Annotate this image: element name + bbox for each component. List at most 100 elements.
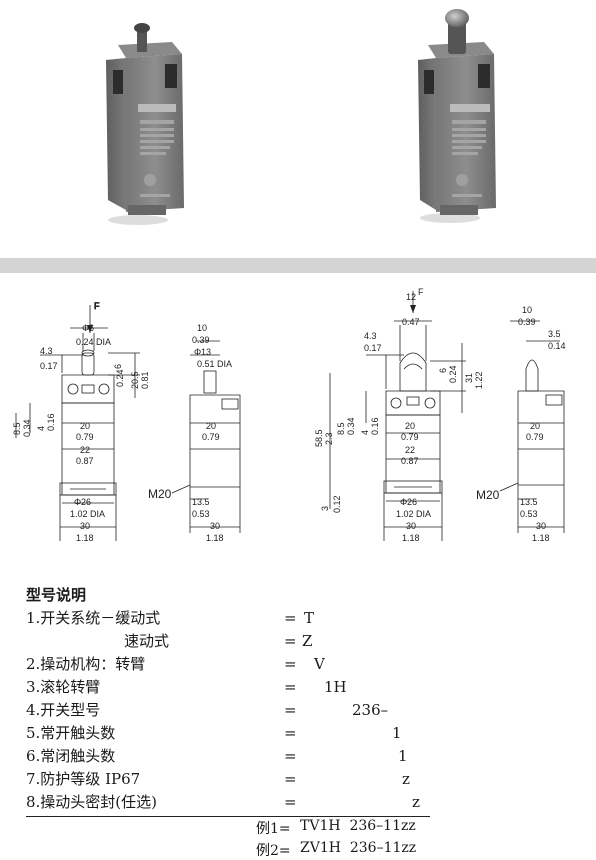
dim-label: 0.17 <box>364 343 382 353</box>
dim-label: 0.39 <box>192 335 210 345</box>
dim-label: 20 <box>80 421 90 431</box>
dim-label: 0.17 <box>40 361 58 371</box>
dim-label: 13 <box>201 347 211 357</box>
row-code: z <box>402 770 410 788</box>
dim-label: 1.18 <box>76 533 94 543</box>
dim-label: 1.02 DIA <box>396 509 431 519</box>
equals-sign: = <box>284 655 297 673</box>
dim-label: 10 <box>522 305 532 315</box>
model-row: 3.滚轮转臂 = 1H <box>26 676 586 699</box>
plunger-side-labels: 10 0.39 Φ 13 0.51 DIA 20 0.79 M20 13.5 0… <box>148 323 232 543</box>
dim-label: 20 <box>405 421 415 431</box>
dim-label: 58.5 <box>314 429 324 447</box>
svg-text:Φ: Φ <box>82 323 89 333</box>
dim-label: 6 <box>438 368 448 373</box>
model-row: 1.开关系统－缓动式 = T <box>26 607 586 630</box>
dim-label: 26 <box>81 497 91 507</box>
plunger-front-labels: Φ 6 0.24 DIA 4.3 0.17 6 0.24 20.5 0.81 8… <box>12 323 150 543</box>
row-label: 8.操动头密封(任选) <box>26 793 158 811</box>
dim-label: 30 <box>536 521 546 531</box>
plunger-switch-photo <box>106 23 184 225</box>
dim-label: 13.5 <box>192 497 210 507</box>
examples-divider <box>26 816 430 817</box>
roller-front-view <box>329 291 466 541</box>
dim-label: 0.14 <box>548 341 566 351</box>
dim-label: 0.24 <box>115 369 125 387</box>
dim-label: 20 <box>530 421 540 431</box>
dim-label: 0.81 <box>140 371 150 389</box>
roller-side-labels: 10 0.39 3.5 0.14 20 0.79 M20 13.5 0.53 3… <box>476 305 566 543</box>
dim-label: 4.3 <box>364 331 377 341</box>
plunger-side-view <box>171 340 241 533</box>
force-label: F <box>94 301 100 311</box>
dim-label: 26 <box>407 497 417 507</box>
dim-label: 0.24 DIA <box>76 337 111 347</box>
dim-label: 3 <box>320 506 330 511</box>
dim-label: 0.79 <box>202 432 220 442</box>
dim-label: 1.18 <box>206 533 224 543</box>
model-row: 6.常闭触头数 = 1 <box>26 745 586 768</box>
equals-sign: = <box>284 770 297 788</box>
dim-label: 4 <box>36 426 46 431</box>
equals-sign: = <box>284 793 297 811</box>
model-designation: 型号说明 1.开关系统－缓动式 = T 速动式 = Z 2.操动机构：转臂 = … <box>26 584 586 814</box>
model-row: 速动式 = Z <box>26 630 586 653</box>
dim-label: 30 <box>406 521 416 531</box>
dim-label: 2.3 <box>324 432 334 445</box>
dim-label: 12 <box>406 292 416 302</box>
dim-label: 4.3 <box>40 346 53 356</box>
row-code: 1 <box>392 724 402 742</box>
dim-label: 30 <box>210 521 220 531</box>
roller-side-view <box>499 320 565 533</box>
section-title: 型号说明 <box>26 586 87 604</box>
dim-label: 1.18 <box>532 533 550 543</box>
row-label: 3.滚轮转臂 <box>26 678 101 696</box>
dim-label: 1.22 <box>474 371 484 389</box>
dim-label: 0.34 <box>346 417 356 435</box>
dim-label: 0.47 <box>402 317 420 327</box>
dim-label: 1.02 DIA <box>70 509 105 519</box>
dim-label: 8.5 <box>336 422 346 435</box>
row-code: T <box>304 609 315 627</box>
dim-label: 0.24 <box>448 365 458 383</box>
model-row: 8.操动头密封(任选) = z <box>26 791 586 814</box>
dim-label: 0.53 <box>520 509 538 519</box>
dim-label: 0.79 <box>526 432 544 442</box>
dim-label: 0.16 <box>370 417 380 435</box>
dim-label: 20 <box>206 421 216 431</box>
dim-label: 0.51 DIA <box>197 359 232 369</box>
roller-switch-photo <box>418 9 496 223</box>
svg-text:Φ: Φ <box>74 497 81 507</box>
dim-label: 8.5 <box>12 422 22 435</box>
dim-label: 31 <box>464 373 474 383</box>
row-label: 1.开关系统－缓动式 <box>26 609 161 627</box>
equals-sign: = <box>284 701 297 719</box>
row-code: Z <box>302 632 313 650</box>
svg-text:Φ: Φ <box>194 347 201 357</box>
row-code: 236– <box>352 701 389 719</box>
dim-label: 0.53 <box>192 509 210 519</box>
dimension-drawings: F <box>0 273 596 573</box>
equals-sign: = <box>284 609 297 627</box>
equals-sign: = <box>284 678 297 696</box>
example-value: ZV1H 236–11zz <box>300 840 417 856</box>
dim-label: 30 <box>80 521 90 531</box>
dim-label: 4 <box>360 430 370 435</box>
dim-label: 20.5 <box>130 371 140 389</box>
roller-front-labels: F 12 0.47 4.3 0.17 6 0.24 31 1.22 58.5 2… <box>314 287 484 543</box>
dim-label: 1.18 <box>402 533 420 543</box>
row-label: 7.防护等级 IP67 <box>26 770 141 788</box>
product-photos <box>0 0 596 258</box>
dim-label: 22 <box>405 445 415 455</box>
dim-label: 3.5 <box>548 329 561 339</box>
dim-label: 0.16 <box>46 413 56 431</box>
row-label: 5.常开触头数 <box>26 724 116 742</box>
row-label: 6.常闭触头数 <box>26 747 116 765</box>
dim-label: 0.79 <box>401 432 419 442</box>
dim-label: 6 <box>113 364 123 369</box>
dim-label: 0.12 <box>332 495 342 513</box>
dim-label: 0.39 <box>518 317 536 327</box>
equals-sign: = <box>284 747 297 765</box>
dim-label: 0.87 <box>76 456 94 466</box>
divider-band <box>0 258 596 273</box>
